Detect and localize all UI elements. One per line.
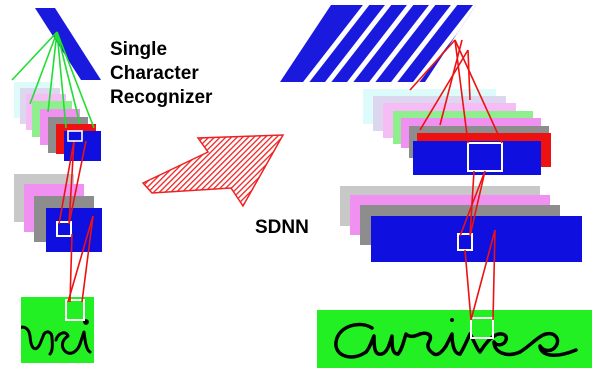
left-input-field	[21, 297, 94, 363]
left-feature-stack-bottom	[14, 174, 102, 252]
label-single: Single	[110, 39, 168, 60]
left-feature-stack-top	[14, 82, 101, 161]
right-output-layer	[280, 5, 476, 82]
label-sdnn: SDNN	[255, 217, 309, 238]
sdnn-network	[280, 5, 592, 368]
left-red-connections	[58, 140, 94, 303]
label-recognizer: Recognizer	[110, 87, 213, 108]
right-feature-stack-bottom	[340, 186, 582, 262]
transform-arrow-icon	[141, 134, 285, 208]
left-green-connections	[11, 31, 95, 129]
right-feature-stack-top	[363, 89, 551, 175]
label-character: Character	[110, 63, 199, 84]
right-input-field	[317, 310, 592, 368]
right-red-connections	[409, 39, 503, 321]
left-output-layer	[35, 8, 101, 80]
single-character-recognizer	[11, 8, 102, 363]
